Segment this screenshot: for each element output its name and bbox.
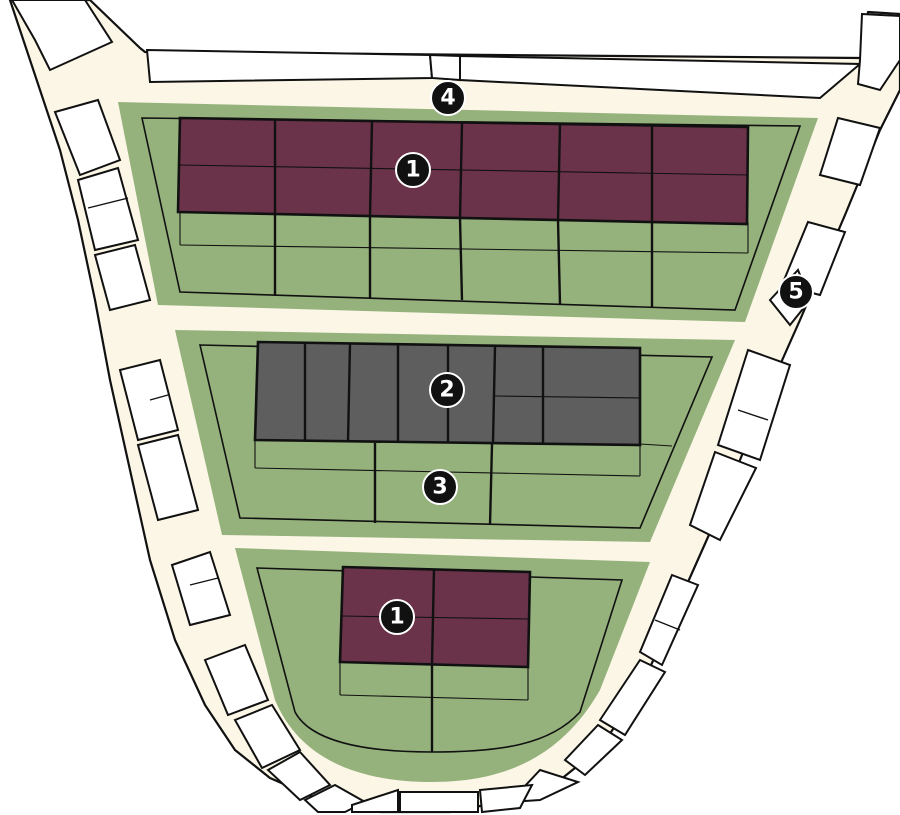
top-building-strip (10, 0, 900, 100)
block-top (118, 102, 818, 322)
marker-5[interactable]: 5 (778, 274, 814, 310)
marker-4[interactable]: 4 (430, 80, 466, 116)
marker-1-top[interactable]: 1 (395, 152, 431, 188)
marker-1-bottom[interactable]: 1 (379, 599, 415, 635)
block-bottom (235, 548, 650, 782)
marker-3[interactable]: 3 (422, 469, 458, 505)
svg-text:5: 5 (788, 280, 803, 305)
svg-text:3: 3 (432, 475, 447, 500)
block-middle (175, 330, 735, 542)
svg-text:1: 1 (389, 605, 404, 630)
svg-text:1: 1 (405, 158, 420, 183)
svg-text:2: 2 (439, 378, 454, 403)
left-building-row (53, 98, 399, 813)
svg-text:4: 4 (440, 86, 455, 111)
marker-2[interactable]: 2 (429, 372, 465, 408)
housing-row-bottom (338, 565, 532, 669)
housing-row-top (176, 116, 750, 226)
